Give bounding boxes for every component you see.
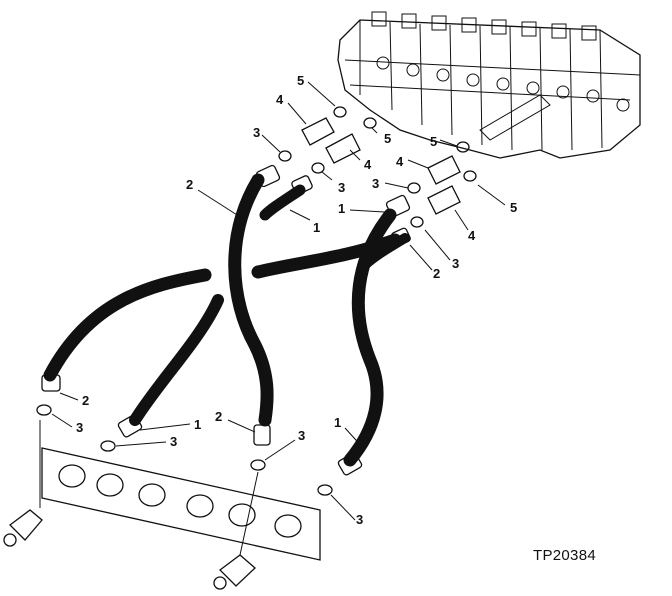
callout-2-d: 2 [215,409,222,424]
callout-5-a: 5 [297,73,304,88]
callout-5-d: 5 [510,200,517,215]
callout-3-d: 3 [372,176,379,191]
callout-1-d: 1 [334,415,341,430]
callout-2-b: 2 [433,266,440,281]
callout-5-c: 5 [430,134,437,149]
adapters [301,117,461,215]
long-hose-left [43,268,212,382]
leader-lines [39,81,506,556]
callout-1-b: 1 [338,201,345,216]
callout-3-e: 3 [452,256,459,271]
callout-3-f: 3 [76,420,83,435]
callout-3-h: 3 [298,428,305,443]
hose-group [43,173,410,467]
o-rings [36,106,477,496]
figure-code: TP20384 [533,547,596,564]
callout-1-a: 1 [313,220,320,235]
callout-2-c: 2 [82,393,89,408]
hose-right-long [343,208,397,467]
callout-4-b: 4 [364,157,372,172]
callout-3-a: 3 [253,125,260,140]
callout-3-c: 3 [338,180,345,195]
hose-upper-short [259,184,306,221]
hose-mounting-plate [41,447,321,561]
long-hose-center [228,173,274,427]
fittings [41,164,411,476]
callout-4-d: 4 [468,228,476,243]
callout-4-a: 4 [276,92,284,107]
hose-middle-lower [129,294,224,426]
callout-5-b: 5 [384,131,391,146]
hose-crossing [251,233,402,279]
callout-3-i: 3 [356,512,363,527]
hose-right-upper [360,233,410,270]
bulkhead-fitting-left [3,509,43,547]
callout-4-c: 4 [396,154,404,169]
control-valve-assembly [337,11,641,159]
bulkhead-fitting-right [213,554,256,590]
callout-labels: 5 4 3 5 4 3 2 1 5 4 3 1 5 4 3 2 2 3 1 3 … [76,73,517,527]
callout-1-c: 1 [194,417,201,432]
callout-3-g: 3 [170,434,177,449]
callout-2-a: 2 [186,177,193,192]
